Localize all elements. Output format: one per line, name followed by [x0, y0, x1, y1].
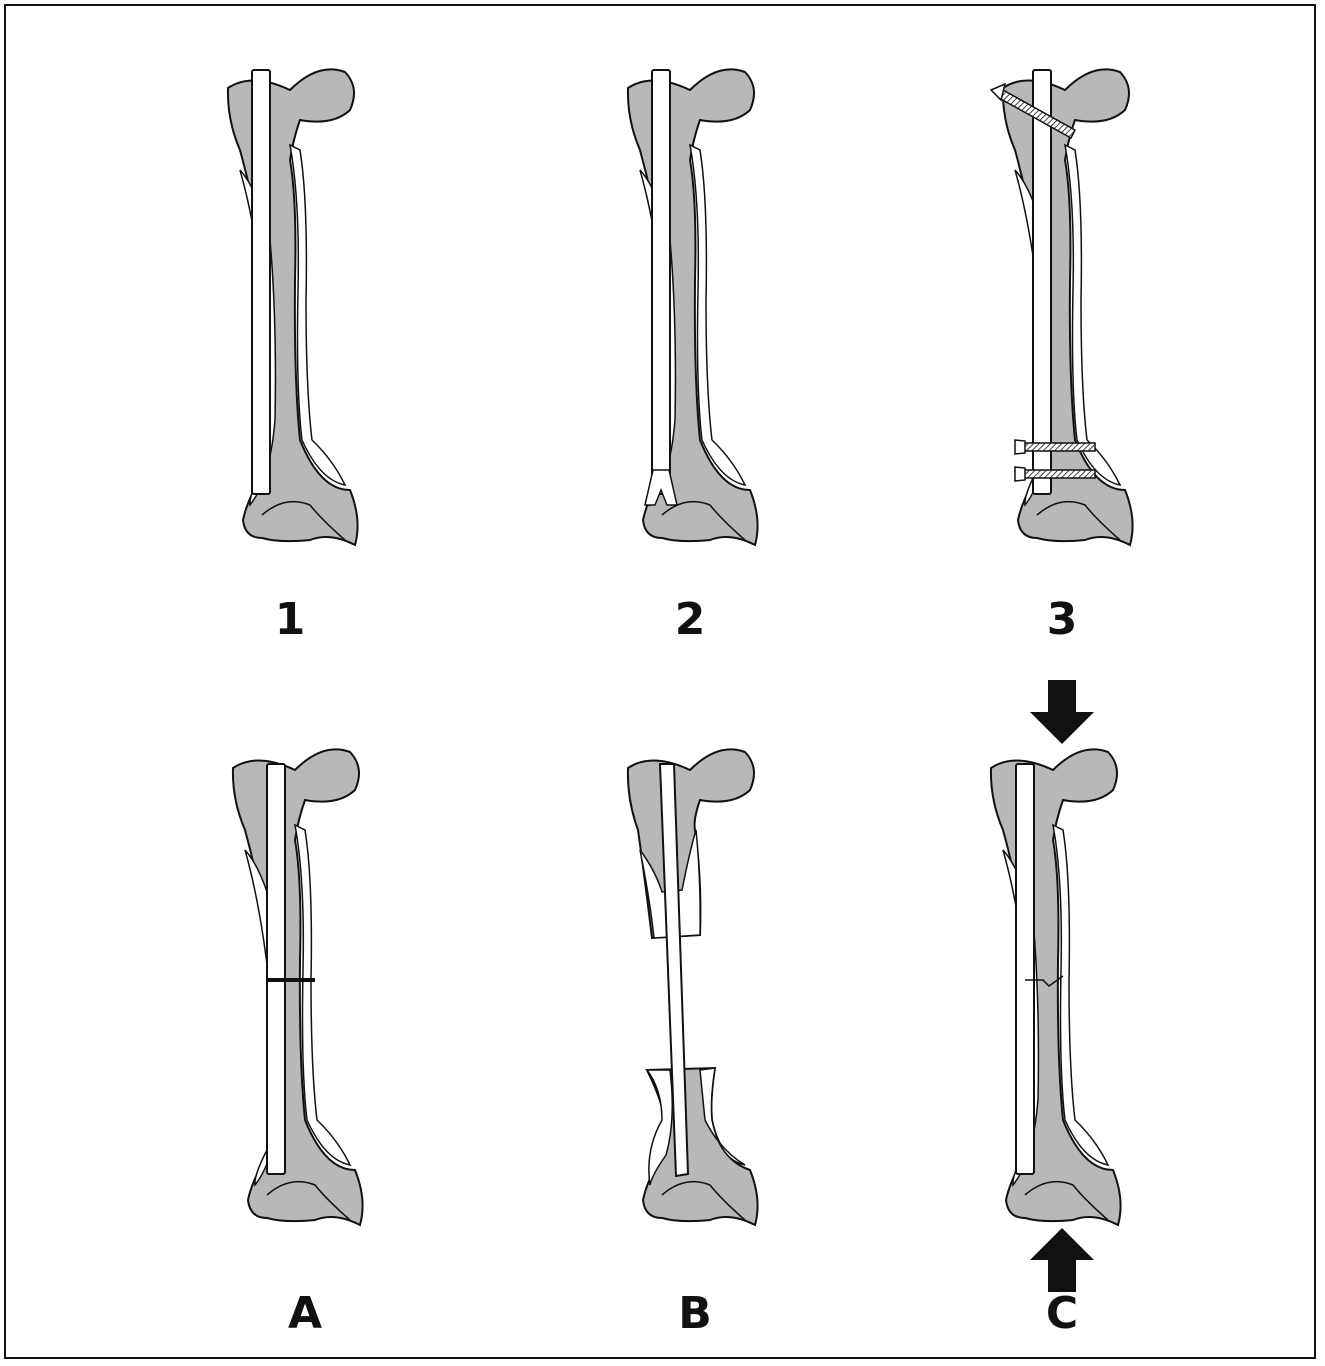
intramedullary-nail [252, 70, 270, 494]
panel-1-femur-with-nail [228, 69, 358, 545]
panel-b-segmental-defect [628, 749, 758, 1225]
panel-a-transverse-fracture [233, 749, 363, 1225]
intramedullary-nail [652, 70, 670, 494]
panel-3-femur-locked-nail [991, 69, 1133, 545]
panel-label-2: 2 [650, 598, 730, 642]
panel-c-axial-compression [991, 749, 1121, 1225]
intramedullary-nail [1016, 764, 1034, 1174]
arrow-up-icon [1030, 1228, 1094, 1292]
intramedullary-nail [1033, 70, 1051, 494]
arrow-down-icon [1030, 680, 1094, 744]
panel-label-b: B [655, 1292, 735, 1336]
panel-label-c: C [1022, 1292, 1102, 1336]
panel-label-a: A [265, 1292, 345, 1336]
intramedullary-nail [267, 764, 285, 1174]
panel-label-1: 1 [250, 598, 330, 642]
panel-label-3: 3 [1022, 598, 1102, 642]
panel-2-femur-nail-split [628, 69, 758, 545]
